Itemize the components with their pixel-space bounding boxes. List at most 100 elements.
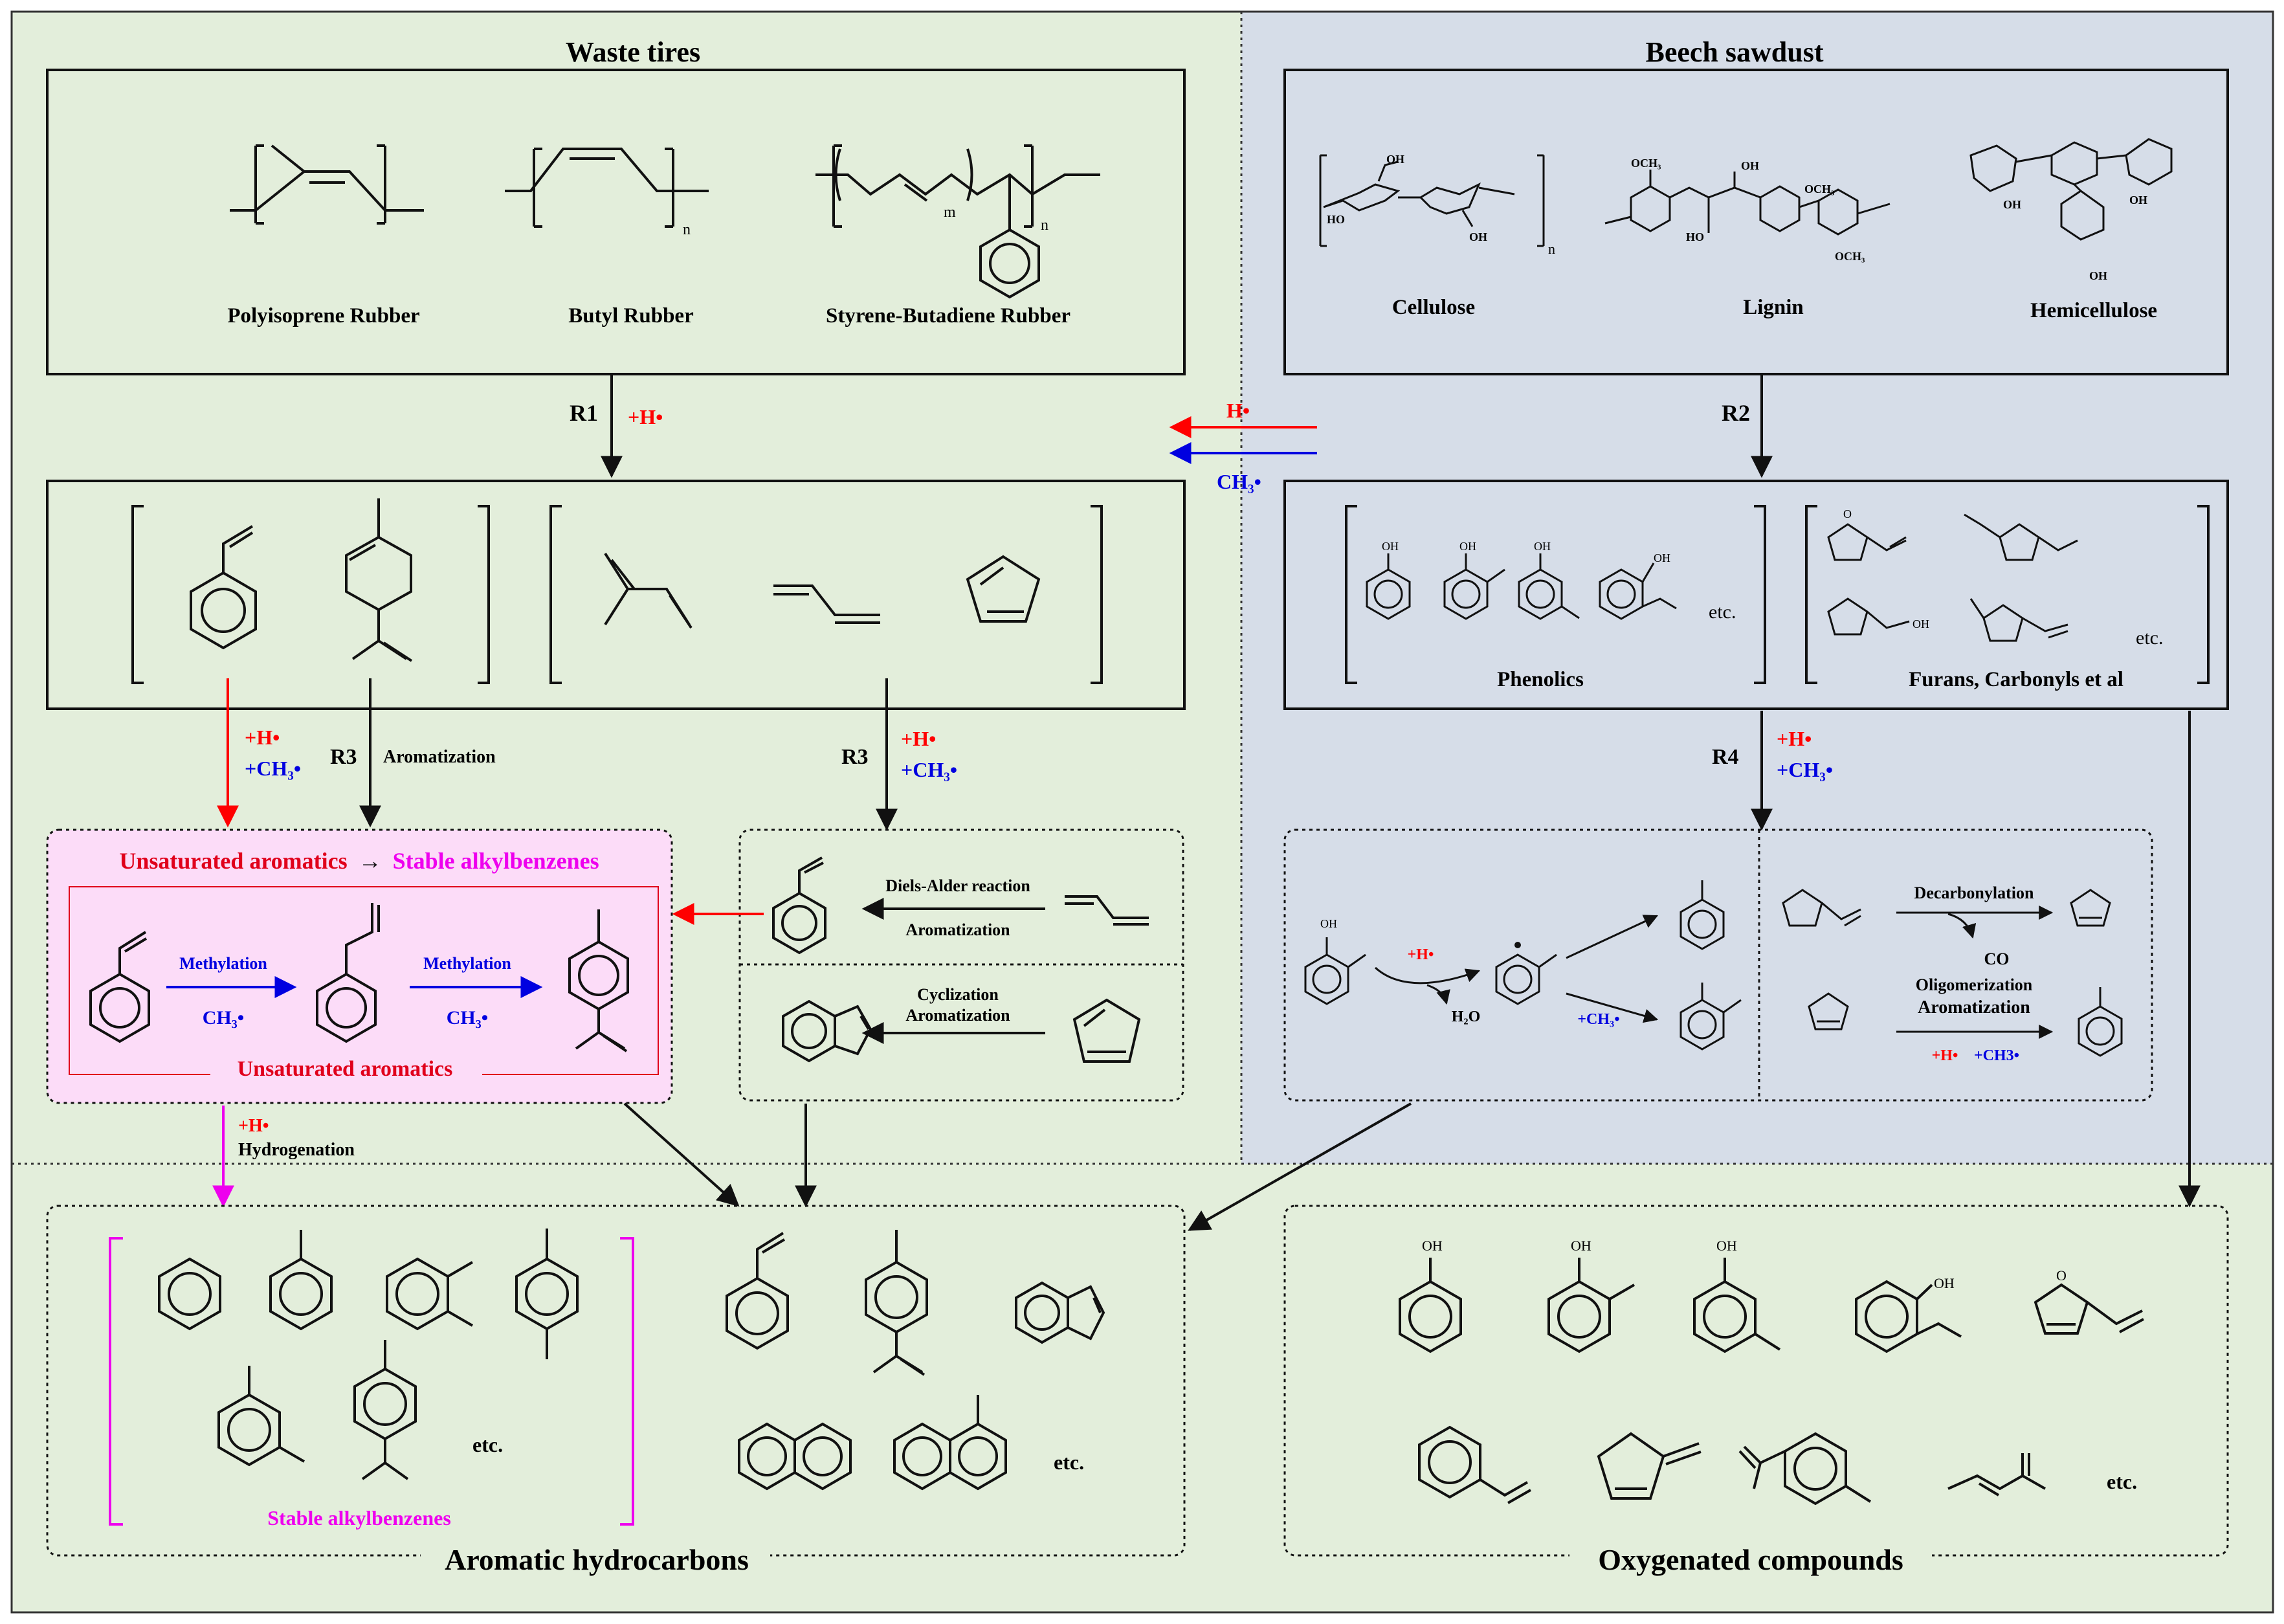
furan-alcohol-oh: OH	[1913, 617, 1929, 630]
sbr-subscript-n: n	[1041, 217, 1048, 234]
guaiacol-intermediate	[1599, 562, 1677, 620]
radical-dot	[1514, 942, 1521, 948]
butyl-structure	[505, 148, 709, 228]
hemicellulose-oh-2: OH	[2129, 194, 2147, 206]
arrow-to-toluene	[1566, 915, 1658, 959]
butadiene-intermediate	[773, 584, 880, 624]
pink-title-part1: Unsaturated aromatics	[119, 848, 347, 874]
label-methylation-2: Methylation	[423, 954, 511, 973]
label-cellulose: Cellulose	[1392, 296, 1475, 319]
label-r3-left-plus-ch3: +CH₃•	[245, 757, 301, 780]
arrow-dehydroxylation	[1374, 966, 1481, 984]
lignin-och3-2: OCH₃	[1804, 183, 1835, 195]
arrow-co-loss	[1947, 913, 1977, 939]
cresol-intermediate-2	[1518, 553, 1580, 620]
do-toluene-2	[2078, 987, 2123, 1057]
do-cresol	[1304, 937, 1366, 1005]
aromatics-etc: etc.	[1054, 1451, 1084, 1474]
guaiacol-oh: OH	[1654, 551, 1670, 564]
label-do-plus-h: +H•	[1408, 946, 1434, 963]
label-methylation-1-ch3: CH₃•	[203, 1007, 245, 1029]
pink-title-arrow: →	[359, 848, 382, 874]
do-furfural	[1782, 889, 1861, 927]
box-tire-polymers	[46, 69, 1186, 375]
arrow-pink-to-aromatics	[623, 1102, 740, 1207]
oxygenates-etc: etc.	[2107, 1470, 2137, 1493]
cresol-intermediate-1	[1443, 553, 1505, 620]
da-cyclopentadiene	[1072, 998, 1141, 1063]
pink-methylstyrene	[568, 909, 629, 1052]
product-o-cresol	[1547, 1258, 1635, 1353]
styrene-intermediate	[190, 525, 257, 650]
label-oligomerization: Oligomerization	[1916, 975, 2033, 994]
cellulose-structure	[1319, 154, 1545, 247]
methylfurfural-intermediate	[1969, 598, 2068, 642]
furans-etc: etc.	[2136, 627, 2163, 649]
label-lignin: Lignin	[1743, 296, 1804, 319]
label-r3-right-plus-h: +H•	[901, 727, 936, 750]
box-aromatic-hydrocarbons	[46, 1205, 1186, 1557]
cellulose-oh-2: OH	[1469, 230, 1487, 243]
da-styrene	[772, 856, 826, 955]
label-methylation-2-ch3: CH₃•	[447, 1007, 489, 1029]
label-decarbonylation: Decarbonylation	[1914, 884, 2034, 902]
label-ch3-radical: CH₃•	[1217, 470, 1261, 493]
box-tire-intermediates	[46, 480, 1186, 710]
hemicellulose-oh-3: OH	[2089, 269, 2107, 282]
box-pink-methylation	[46, 829, 673, 1104]
hmf-dialdehyde-intermediate	[1964, 513, 2078, 561]
product-furfural-o: O	[2056, 1267, 2067, 1284]
product-furfural	[2034, 1283, 2144, 1335]
limonene-intermediate	[345, 498, 413, 662]
product-guaiacol	[1855, 1280, 1962, 1353]
product-p-xylene	[515, 1229, 579, 1359]
label-do-plus-ch3: +CH₃•	[1577, 1011, 1619, 1028]
label-co: CO	[1984, 950, 2010, 968]
label-r4-plus-h: +H•	[1777, 727, 1812, 750]
furfural-intermediate	[1827, 523, 1907, 561]
label-oxygenates-mask	[1569, 1541, 1932, 1573]
label-olig-plus-ch3: +CH3•	[1974, 1047, 2019, 1064]
pink-footer-mask	[210, 1062, 482, 1087]
do-cresol-oh: OH	[1320, 917, 1337, 930]
label-r3-left-plus-h: +H•	[245, 726, 280, 749]
do-furan-reactant	[1808, 992, 1849, 1030]
lignin-och3-3: OCH₃	[1835, 250, 1865, 263]
label-oxygenated-compounds: Oxygenated compounds	[1598, 1543, 1903, 1576]
phenolics-etc: etc.	[1709, 601, 1736, 623]
do-toluene	[1680, 880, 1725, 950]
product-cymene	[353, 1340, 417, 1480]
da-butadiene	[1065, 895, 1149, 926]
do-xylene	[1680, 983, 1742, 1051]
bracket-aromatic-intermediates	[131, 505, 1103, 684]
lignin-ho: HO	[1686, 230, 1704, 243]
label-r1-plus-h: +H•	[628, 405, 663, 428]
furan-intermediate-o: O	[1843, 507, 1852, 520]
label-aromatic-hydrocarbons: Aromatic hydrocarbons	[445, 1543, 749, 1576]
box-deoxygenation	[1283, 829, 2153, 1102]
product-m-cresol-oh: OH	[1716, 1238, 1737, 1254]
label-phenolics: Phenolics	[1497, 668, 1584, 691]
product-pentenone	[1947, 1453, 2046, 1496]
arrow-water-loss	[1426, 984, 1450, 1005]
lignin-oh: OH	[1741, 159, 1759, 172]
label-diels-alder: Diels-Alder reaction	[885, 876, 1030, 895]
pink-allylbenzene	[316, 903, 380, 1043]
lignin-structure	[1604, 170, 1890, 236]
label-r1: R1	[570, 400, 598, 426]
phenol-intermediate	[1366, 553, 1411, 620]
product-o-xylene	[386, 1257, 474, 1331]
label-sbr: Styrene-Butadiene Rubber	[826, 304, 1070, 328]
bracket-stable-alkylbenzenes	[109, 1237, 634, 1526]
cellulose-oh-1: OH	[1386, 153, 1404, 166]
panel-beech-sawdust-bg	[1241, 12, 2273, 1164]
product-guaiacol-oh: OH	[1934, 1275, 1955, 1291]
pink-styrene	[89, 931, 150, 1043]
hemicellulose-structure	[1969, 138, 2173, 241]
label-r4: R4	[1712, 745, 1739, 769]
label-cyclization: Cyclization	[917, 985, 999, 1004]
product-indene	[1015, 1281, 1105, 1344]
label-butyl: Butyl Rubber	[568, 304, 693, 328]
pink-footer-label: Unsaturated aromatics	[238, 1057, 453, 1081]
label-furans: Furans, Carbonyls et al	[1909, 668, 2123, 691]
